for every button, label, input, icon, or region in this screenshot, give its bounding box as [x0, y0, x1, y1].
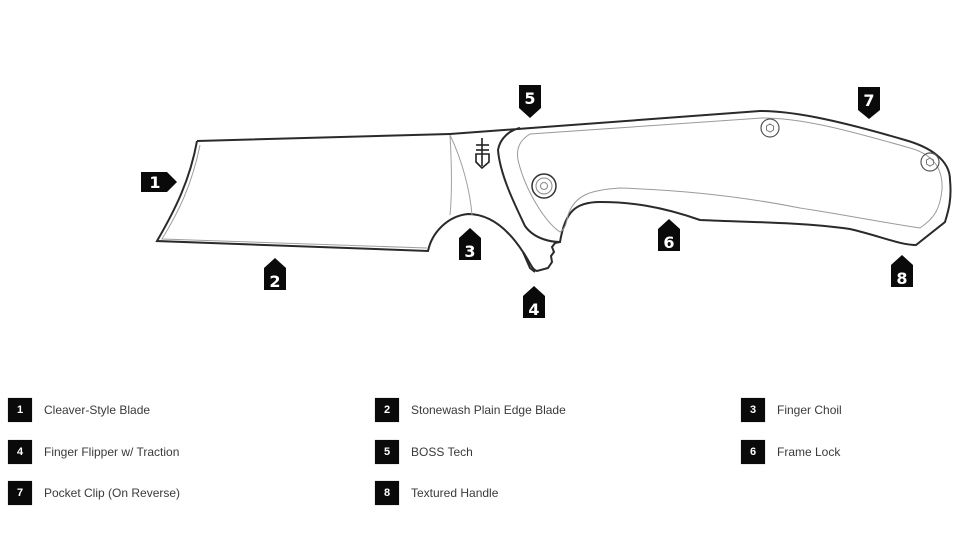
handle — [449, 109, 952, 247]
callout-marker — [858, 87, 880, 119]
callout-number: 7 — [863, 91, 874, 110]
legend-label: Cleaver-Style Blade — [44, 403, 151, 417]
legend-label: Frame Lock — [777, 445, 841, 459]
legend-label: Stonewash Plain Edge Blade — [411, 403, 566, 417]
callout-marker — [891, 255, 913, 287]
legend-item-1: 1 Cleaver-Style Blade — [8, 398, 150, 422]
handle-inner-line — [517, 117, 943, 233]
callout-marker — [264, 258, 286, 290]
legend-item-6: 6 Frame Lock — [741, 440, 840, 464]
callout-number: 4 — [528, 300, 539, 319]
callout-4: 4 — [523, 286, 545, 319]
legend-badge: 3 — [741, 398, 765, 422]
blade-edge-bevel — [161, 144, 428, 249]
screw-icon — [760, 118, 780, 138]
brand-logo-icon — [475, 138, 490, 170]
legend-badge: 8 — [375, 481, 399, 505]
legend-item-2: 2 Stonewash Plain Edge Blade — [375, 398, 566, 422]
legend-badge: 6 — [741, 440, 765, 464]
legend-label: Textured Handle — [411, 486, 499, 500]
flipper — [522, 241, 561, 273]
legend-item-5: 5 BOSS Tech — [375, 440, 473, 464]
callout-8: 8 — [891, 255, 913, 288]
callout-5: 5 — [519, 85, 541, 118]
legend-badge: 5 — [375, 440, 399, 464]
legend-item-7: 7 Pocket Clip (On Reverse) — [8, 481, 180, 505]
legend-label: BOSS Tech — [411, 445, 473, 459]
blade-outline — [155, 133, 536, 273]
knife-diagram: 1 2 3 4 5 6 7 8 — [141, 85, 952, 319]
callout-number: 8 — [896, 269, 907, 288]
pivot-screw-icon — [531, 173, 557, 199]
blade — [155, 133, 536, 273]
callout-6: 6 — [658, 219, 680, 252]
legend-label: Finger Flipper w/ Traction — [44, 445, 180, 459]
callout-marker — [141, 172, 177, 192]
handle-outline — [449, 109, 952, 247]
legend-label: Finger Choil — [777, 403, 842, 417]
callout-number: 6 — [663, 233, 674, 252]
callout-marker — [523, 286, 545, 318]
callout-number: 3 — [464, 242, 475, 261]
legend-item-8: 8 Textured Handle — [375, 481, 498, 505]
callout-number: 5 — [524, 89, 535, 108]
legend-label: Pocket Clip (On Reverse) — [44, 486, 181, 500]
legend-badge: 1 — [8, 398, 32, 422]
legend-badge: 4 — [8, 440, 32, 464]
screw-icon — [920, 152, 940, 172]
callout-marker — [519, 85, 541, 118]
callout-1: 1 — [141, 172, 177, 192]
callout-7: 7 — [858, 87, 880, 119]
callout-marker — [658, 219, 680, 251]
callout-marker — [459, 228, 481, 260]
legend-badge: 2 — [375, 398, 399, 422]
blade-grind-line — [449, 134, 473, 216]
callout-2: 2 — [264, 258, 286, 291]
legend-item-4: 4 Finger Flipper w/ Traction — [8, 440, 179, 464]
legend-badge: 7 — [8, 481, 32, 505]
callout-number: 2 — [269, 272, 280, 291]
callout-3: 3 — [459, 228, 481, 261]
callout-number: 1 — [149, 173, 160, 192]
legend-item-3: 3 Finger Choil — [741, 398, 842, 422]
